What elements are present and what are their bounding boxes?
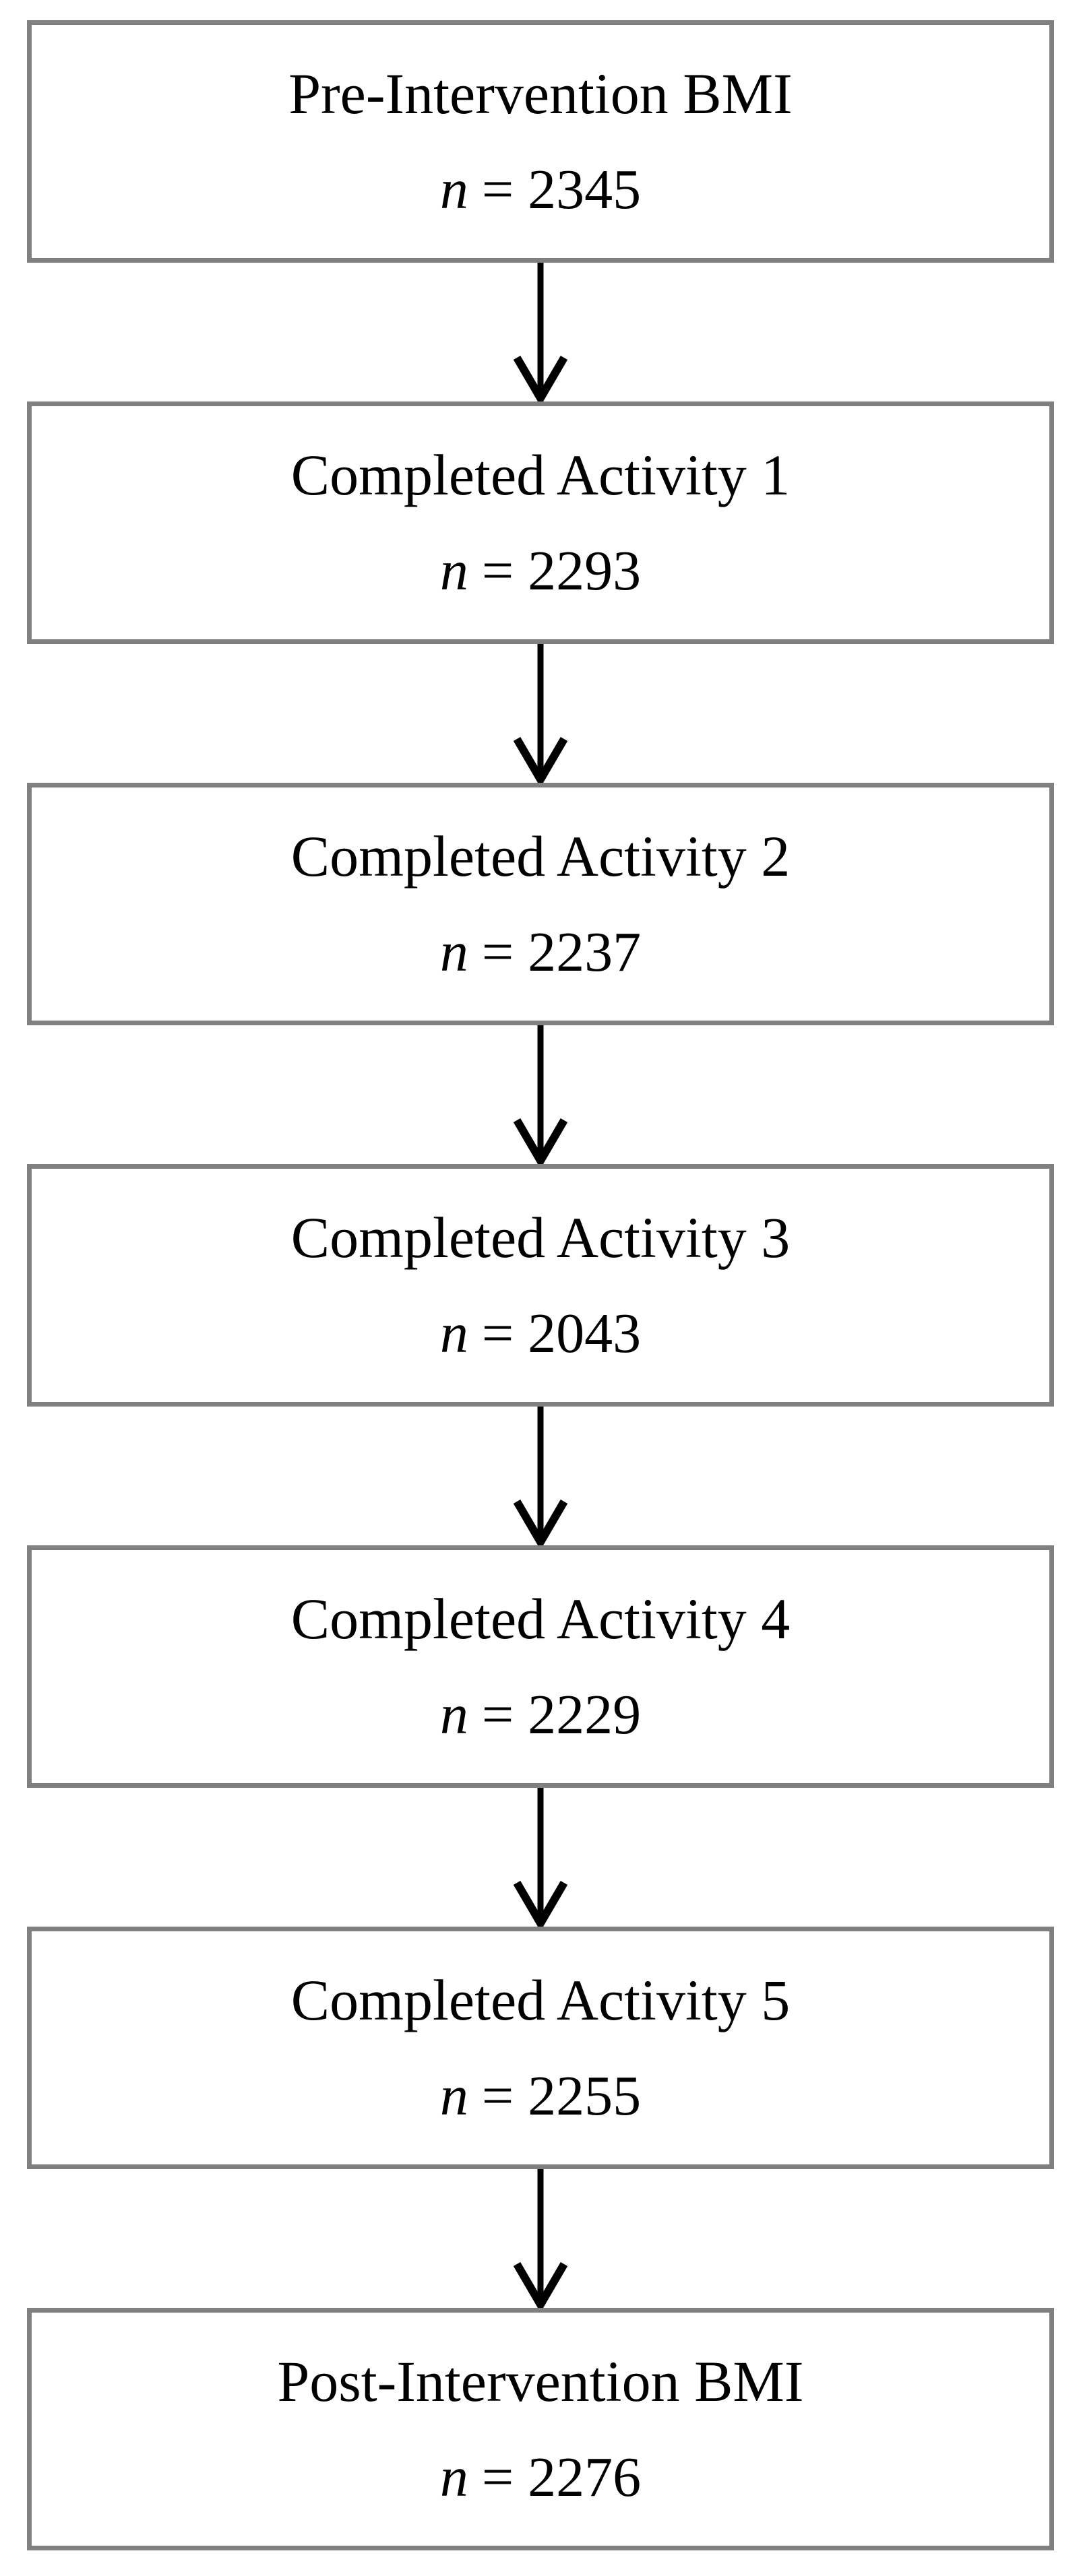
n-value: = 2345 [481, 158, 642, 221]
flow-box-activity-4: Completed Activity 4 n= 2229 [27, 1545, 1054, 1788]
box-n-line: n= 2237 [440, 924, 641, 981]
n-value: = 2229 [481, 1683, 642, 1746]
flow-box-activity-1: Completed Activity 1 n= 2293 [27, 401, 1054, 644]
down-arrow-icon [513, 2169, 568, 2308]
down-arrow-icon [513, 1407, 568, 1545]
n-value: = 2043 [481, 1302, 642, 1365]
flow-box-activity-2: Completed Activity 2 n= 2237 [27, 783, 1054, 1025]
down-arrow-icon [513, 644, 568, 783]
down-arrow-icon [513, 1025, 568, 1164]
n-symbol: n [439, 158, 468, 221]
box-title: Completed Activity 4 [290, 1586, 791, 1651]
n-value: = 2255 [481, 2065, 642, 2127]
box-title: Completed Activity 3 [290, 1205, 791, 1270]
flow-box-activity-5: Completed Activity 5 n= 2255 [27, 1927, 1054, 2169]
box-title: Completed Activity 1 [290, 443, 791, 507]
n-value: = 2237 [481, 921, 642, 984]
n-symbol: n [439, 540, 468, 602]
flow-box-post-intervention-bmi: Post-Intervention BMI n= 2276 [27, 2308, 1054, 2550]
box-n-line: n= 2345 [440, 162, 641, 218]
box-n-line: n= 2043 [440, 1306, 641, 1362]
n-symbol: n [439, 1683, 468, 1746]
box-n-line: n= 2255 [440, 2068, 641, 2125]
n-value: = 2276 [481, 2446, 642, 2509]
box-title: Pre-Intervention BMI [288, 61, 793, 126]
flow-box-pre-intervention-bmi: Pre-Intervention BMI n= 2345 [27, 20, 1054, 263]
box-n-line: n= 2276 [440, 2449, 641, 2506]
box-n-line: n= 2229 [440, 1687, 641, 1743]
n-symbol: n [439, 1302, 468, 1365]
down-arrow-icon [513, 263, 568, 401]
down-arrow-icon [513, 1788, 568, 1927]
n-symbol: n [439, 921, 468, 984]
flow-box-activity-3: Completed Activity 3 n= 2043 [27, 1164, 1054, 1407]
box-title: Post-Intervention BMI [277, 2349, 804, 2414]
box-n-line: n= 2293 [440, 543, 641, 600]
n-value: = 2293 [481, 540, 642, 602]
box-title: Completed Activity 5 [290, 1968, 791, 2032]
n-symbol: n [439, 2065, 468, 2127]
n-symbol: n [439, 2446, 468, 2509]
box-title: Completed Activity 2 [290, 824, 791, 889]
